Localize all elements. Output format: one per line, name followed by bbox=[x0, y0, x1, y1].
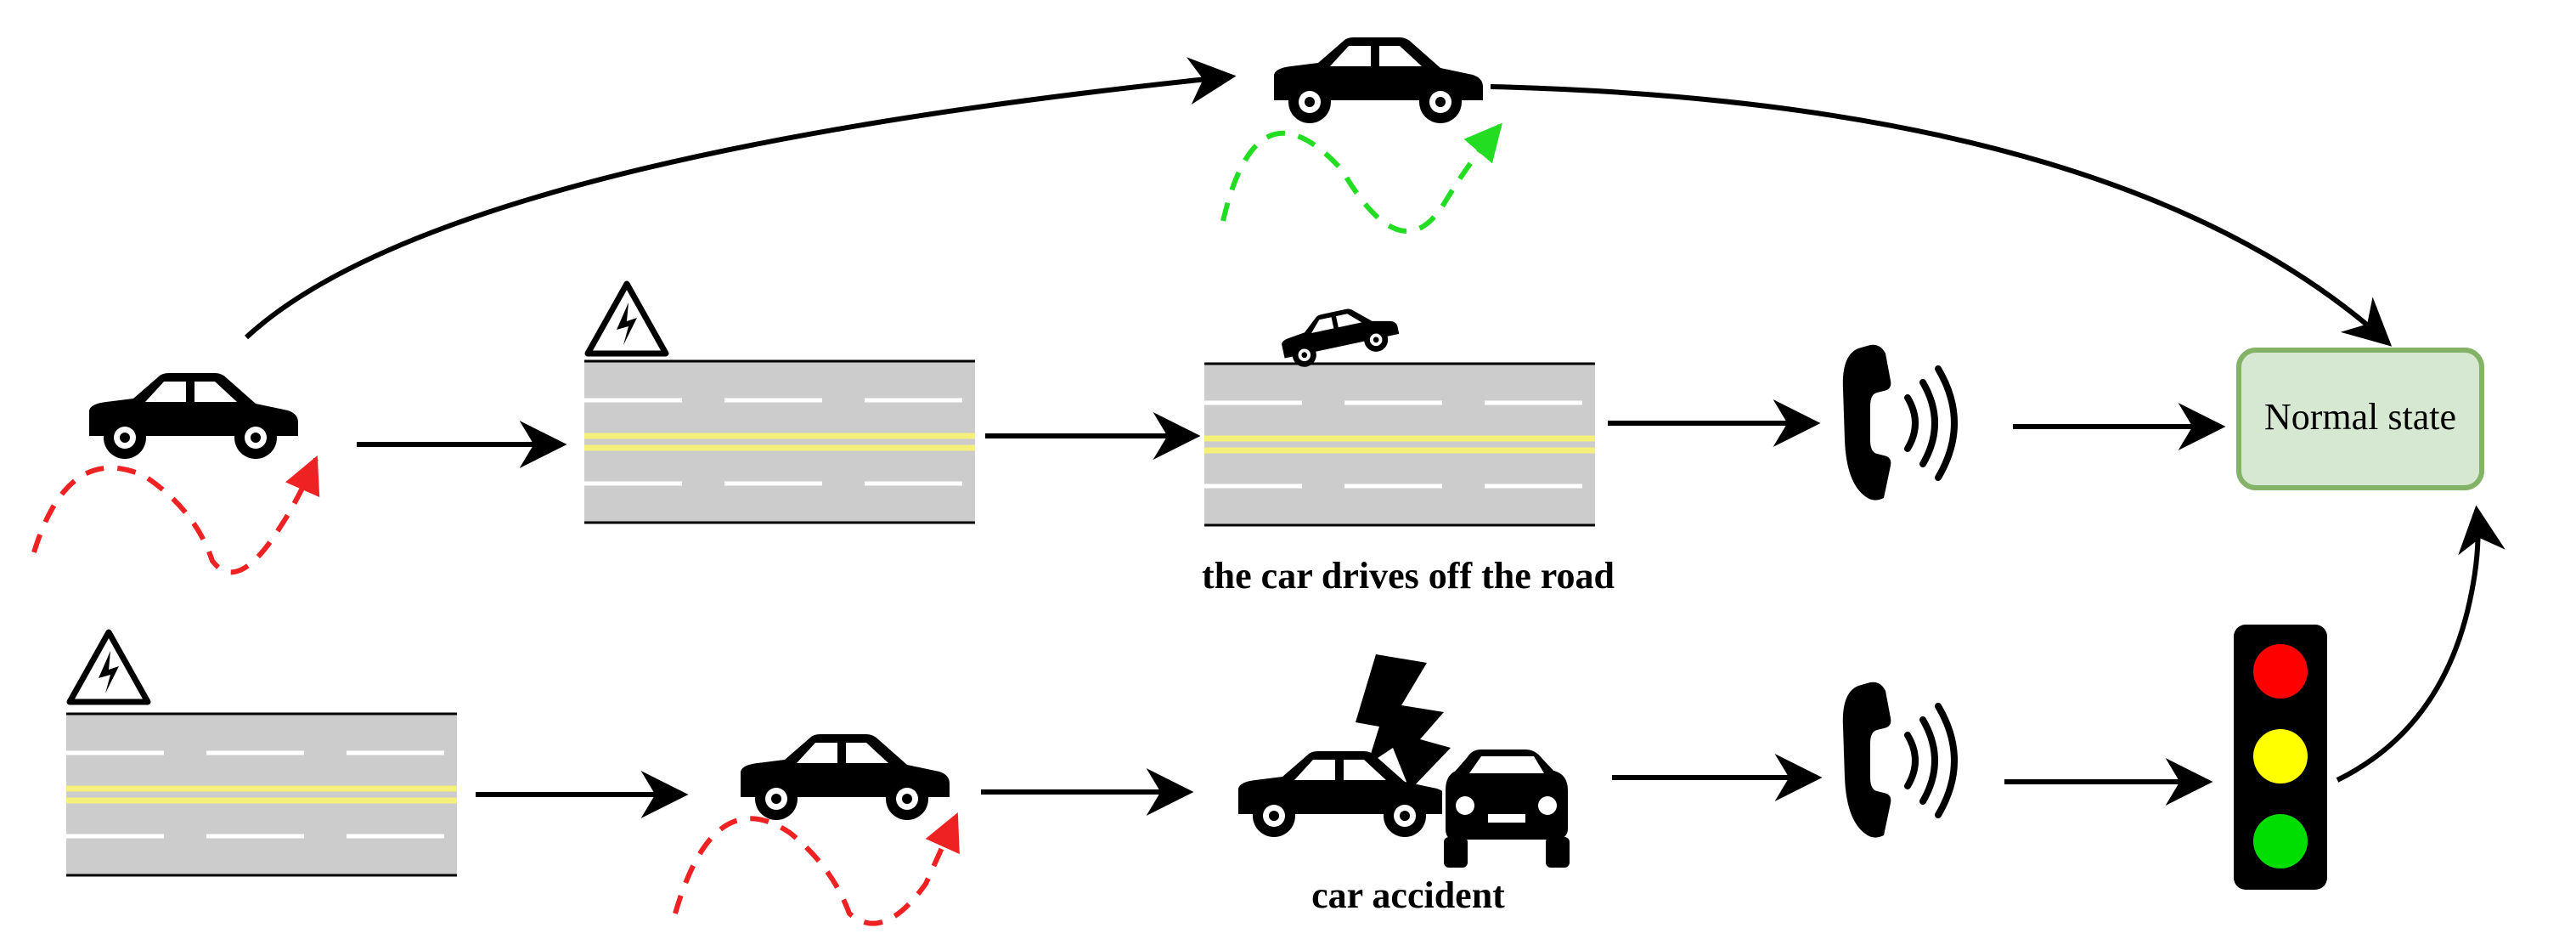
red-bad-path-bottom bbox=[673, 812, 960, 926]
lightning-icon bbox=[1356, 654, 1451, 790]
road-icon bbox=[584, 361, 975, 523]
traffic-light-green bbox=[2253, 814, 2308, 868]
high-voltage-warning-icon bbox=[588, 284, 666, 354]
drive-off-road-label: the car drives off the road bbox=[1202, 555, 1615, 597]
traffic-light-icon bbox=[2234, 625, 2327, 890]
offroad-road-icon bbox=[1204, 364, 1595, 525]
car-accident-icon bbox=[1238, 654, 1571, 868]
bottom-road-icon bbox=[66, 714, 457, 875]
traffic-light-red bbox=[2253, 644, 2308, 699]
top-arc-arrow-right bbox=[1490, 84, 2393, 347]
red-bad-path-start bbox=[31, 455, 320, 575]
top-arc-arrow-left bbox=[244, 57, 1237, 340]
high-voltage-warning-icon-bottom bbox=[70, 632, 148, 702]
phone-ringing-icon-bottom bbox=[1843, 682, 1954, 838]
green-good-path bbox=[1220, 122, 1502, 234]
tilted-car-icon bbox=[1277, 299, 1402, 371]
phone-ringing-icon-top bbox=[1843, 345, 1954, 501]
start-car-icon bbox=[89, 373, 298, 459]
traffic-light-yellow bbox=[2253, 729, 2308, 783]
normal-state-box bbox=[2236, 348, 2484, 490]
car-accident-label: car accident bbox=[1311, 874, 1505, 916]
top-car-icon bbox=[1274, 37, 1483, 123]
arrow-light-to-normal bbox=[2336, 505, 2506, 783]
normal-state-label: Normal state bbox=[2264, 396, 2456, 438]
bottom-car-icon bbox=[741, 734, 950, 820]
